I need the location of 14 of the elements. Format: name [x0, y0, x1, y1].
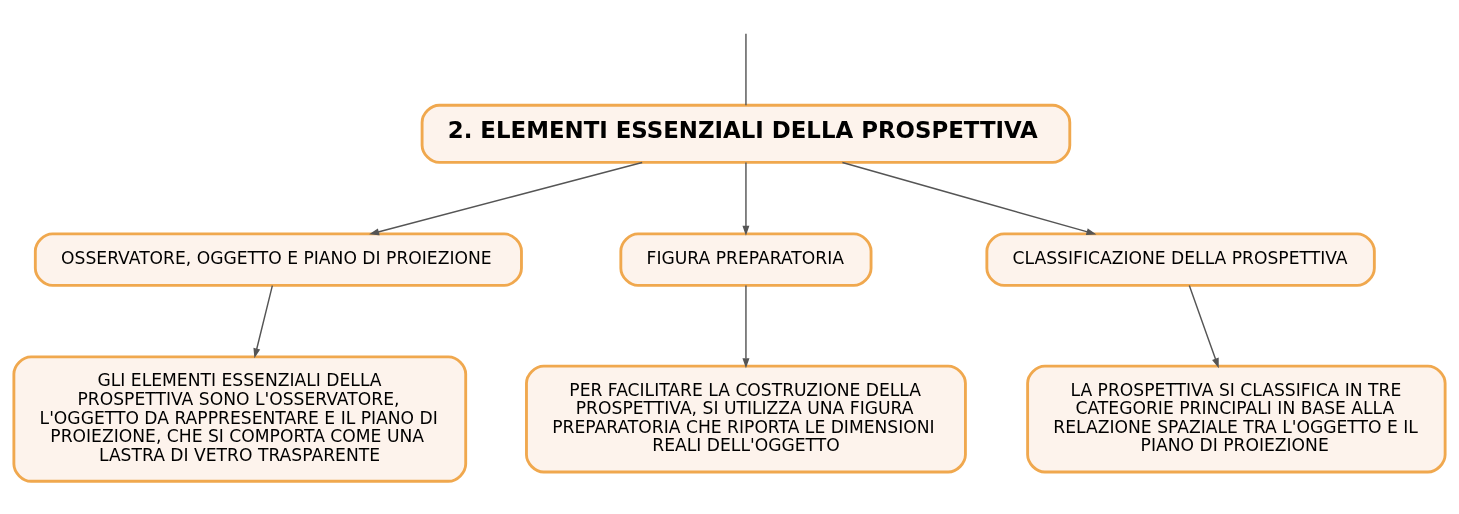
node-box: LA PROSPETTIVA SI CLASSIFICA IN TRE CATEGORIE PRINCIPALI IN BASE ALLA RELAZIONE SPAZIALE TRA L'OGGETTO E IL PIANO DI PROIEZIONE	[1026, 364, 1447, 474]
arrow	[253, 284, 274, 359]
node-box: PER FACILITARE LA COSTRUZIONE DELLA PROSPETTIVA, SI UTILIZZA UNA FIGURA PREPARATORIA CHE RIPORTA LE DIMENSIONI REALI DELL'OGGETTO	[525, 364, 967, 474]
arrow	[369, 161, 643, 236]
arrow	[1188, 284, 1219, 369]
node-box: CLASSIFICAZIONE DELLA PROSPETTIVA	[985, 232, 1376, 287]
node-box: FIGURA PREPARATORIA	[619, 232, 873, 287]
arrow	[841, 161, 1097, 236]
node-box: 2. ELEMENTI ESSENZIALI DELLA PROSPETTIVA	[420, 103, 1072, 164]
node-box: OSSERVATORE, OGGETTO E PIANO DI PROIEZIONE	[33, 232, 523, 287]
arrow	[742, 284, 750, 369]
node-box: GLI ELEMENTI ESSENZIALI DELLA PROSPETTIVA SONO L'OSSERVATORE, L'OGGETTO DA RAPPRESENTARE E IL PIANO DI PROIEZIONE, CHE SI COMPORTA COME UNA LASTRA DI VETRO TRASPARENTE	[12, 355, 468, 483]
arrow	[742, 161, 750, 236]
connector	[745, 33, 747, 106]
